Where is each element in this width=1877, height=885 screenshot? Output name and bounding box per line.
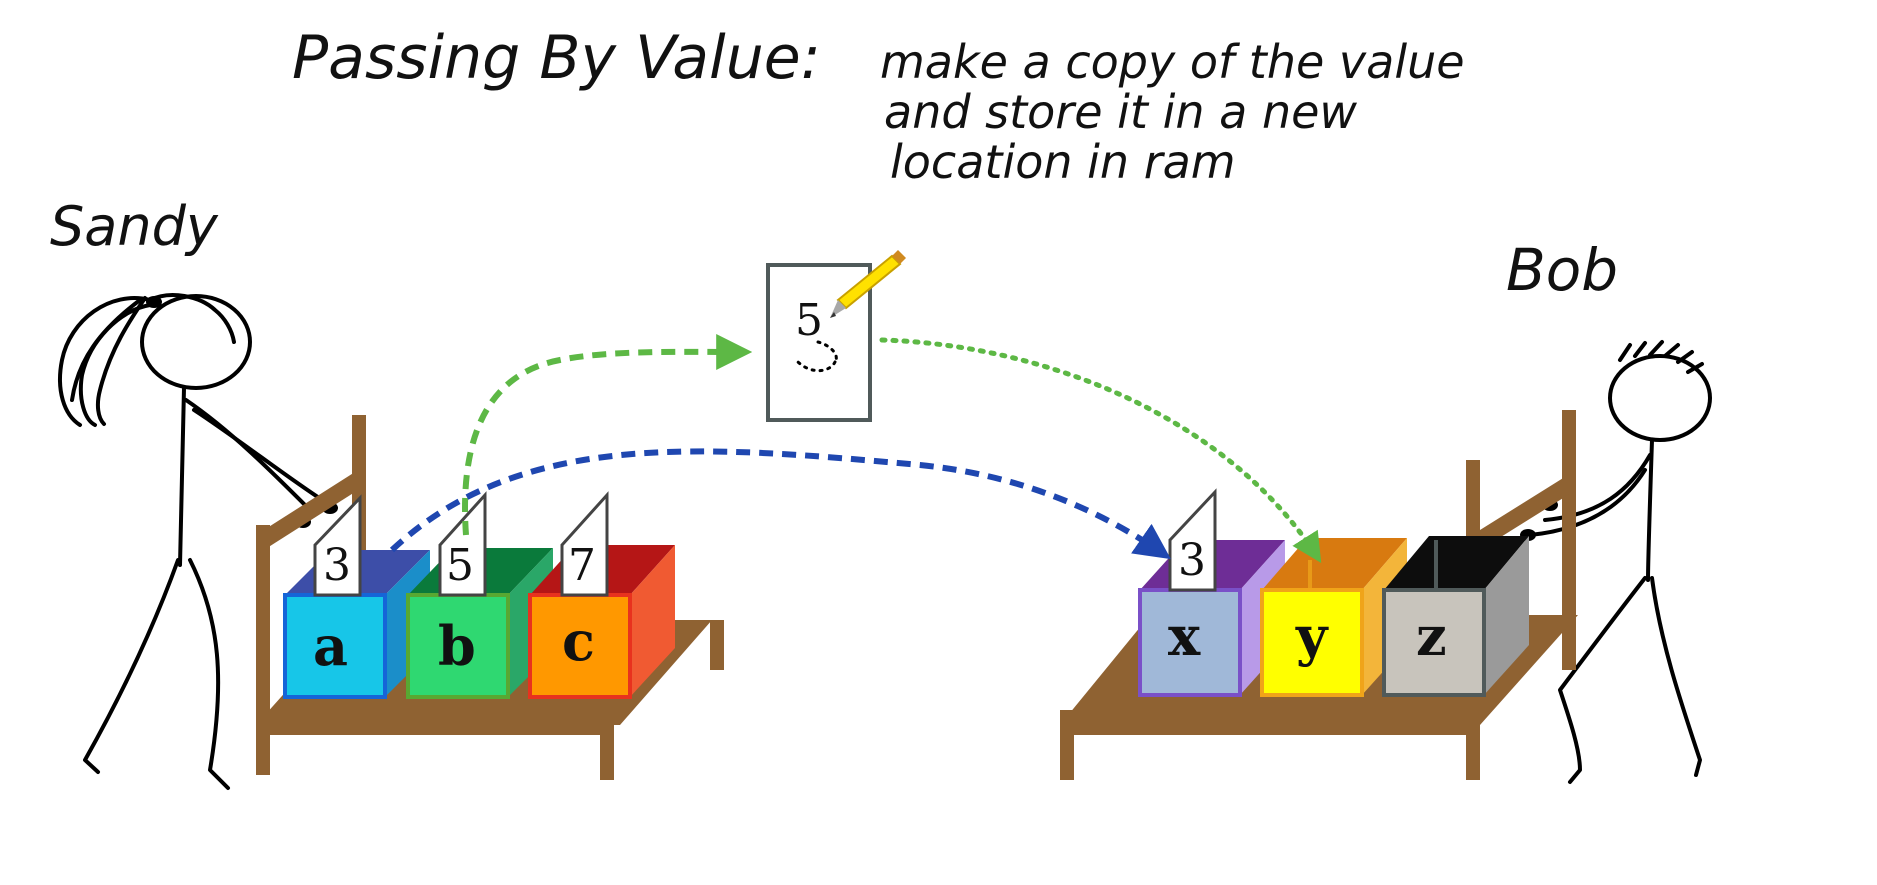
explanation-line-2: and store it in a new bbox=[884, 85, 1357, 139]
explanation-line-1: make a copy of the value bbox=[880, 35, 1465, 89]
box-c-label: c bbox=[562, 609, 595, 673]
box-x-label: x bbox=[1168, 604, 1201, 668]
box-a-label: a bbox=[313, 614, 348, 678]
box-z-label: z bbox=[1416, 604, 1447, 668]
box-c: 7 c bbox=[528, 491, 675, 699]
box-y-label: y bbox=[1295, 604, 1329, 668]
card-c-value: 7 bbox=[568, 540, 596, 591]
copy-card-value: 5 bbox=[795, 295, 823, 346]
pass-a-to-x-arrow bbox=[389, 448, 1171, 560]
card-b-value: 5 bbox=[446, 540, 474, 591]
bob-figure bbox=[1520, 340, 1712, 784]
bob-name-label: Bob bbox=[1506, 236, 1618, 304]
box-z: z bbox=[1382, 536, 1529, 697]
sandy-name-label: Sandy bbox=[50, 195, 219, 258]
box-a: 3 a bbox=[283, 494, 430, 699]
store-copy-arrow bbox=[879, 337, 1322, 564]
box-b: 5 b bbox=[406, 491, 553, 699]
card-x-value: 3 bbox=[1178, 535, 1206, 586]
card-a-value: 3 bbox=[323, 540, 351, 591]
pencil-icon bbox=[830, 250, 906, 318]
copy-value-arrow bbox=[462, 333, 753, 536]
diagram-title: Passing By Value: bbox=[292, 23, 821, 93]
box-b-label: b bbox=[438, 614, 476, 678]
explanation-line-3: location in ram bbox=[890, 135, 1236, 189]
